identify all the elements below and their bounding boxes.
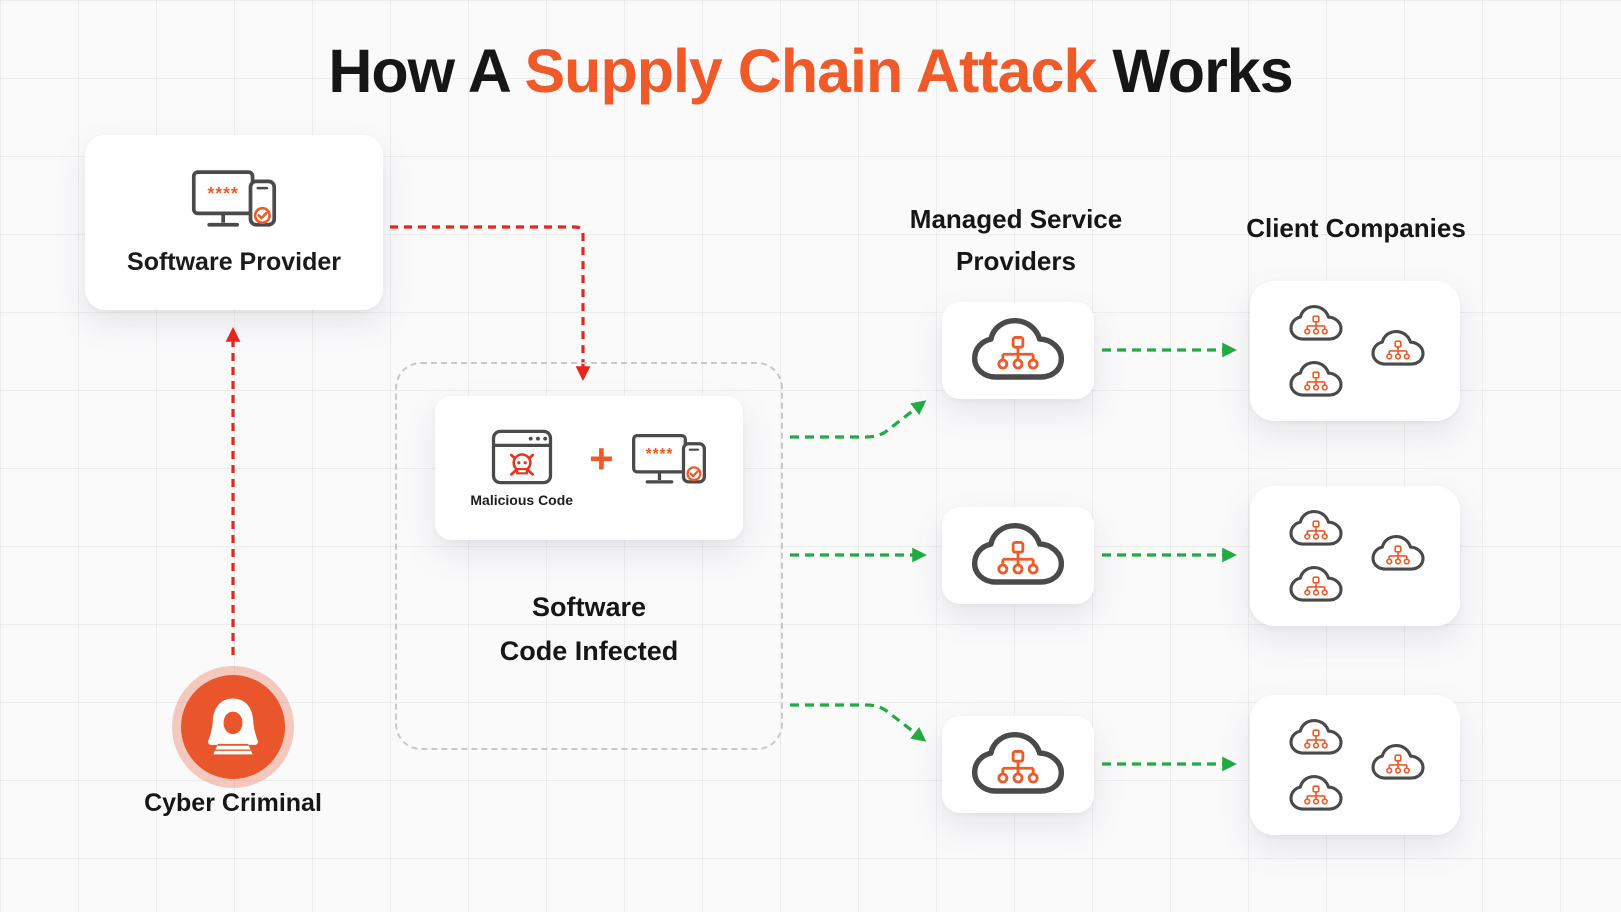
cloud-network-icon bbox=[966, 729, 1070, 801]
title-part1: How A bbox=[328, 37, 525, 105]
msp-heading-line2: Providers bbox=[956, 246, 1076, 277]
infected-caption: Software Code Infected bbox=[397, 586, 781, 673]
cloud-network-icon bbox=[1286, 773, 1346, 815]
arrow-infected-to-msp-1 bbox=[790, 400, 927, 439]
hooded-hacker-icon bbox=[195, 689, 271, 765]
title-highlight: Supply Chain Attack bbox=[524, 37, 1098, 105]
cyber-criminal-avatar bbox=[181, 675, 285, 779]
cloud-network-icon bbox=[1368, 328, 1428, 370]
malicious-code-label: Malicious Code bbox=[470, 491, 574, 508]
malicious-code-group: Malicious Code bbox=[470, 429, 573, 508]
client-card-2 bbox=[1250, 486, 1460, 626]
infected-zone: Malicious Code + Software Code Infected bbox=[395, 362, 783, 750]
cyber-criminal-label: Cyber Criminal bbox=[144, 789, 322, 817]
arrow-infected-to-msp-3 bbox=[790, 703, 927, 742]
msp-heading: Managed Service Providers bbox=[876, 198, 1156, 282]
cloud-network-icon bbox=[1286, 303, 1346, 345]
msp-card-3 bbox=[942, 716, 1094, 813]
client-card-1 bbox=[1250, 281, 1460, 421]
cloud-network-icon bbox=[966, 520, 1070, 592]
software-provider-label: Software Provider bbox=[127, 248, 341, 276]
cloud-network-icon bbox=[1286, 717, 1346, 759]
cloud-network-icon bbox=[1368, 742, 1428, 784]
cloud-network-icon bbox=[966, 315, 1070, 387]
clients-heading: Client Companies bbox=[1246, 213, 1466, 243]
monitor-phone-icon bbox=[630, 432, 708, 490]
title-part2: Works bbox=[1096, 37, 1293, 105]
infected-caption-line1: Software bbox=[531, 592, 647, 622]
client-card-3 bbox=[1250, 695, 1460, 835]
msp-heading-line1: Managed Service bbox=[909, 204, 1123, 234]
cloud-network-icon bbox=[1368, 533, 1428, 575]
cloud-network-icon bbox=[1286, 564, 1346, 606]
plus-sign: + bbox=[589, 435, 614, 482]
malicious-code-card: Malicious Code + bbox=[435, 396, 743, 540]
infected-caption-line2: Code Infected bbox=[499, 635, 679, 666]
cloud-network-icon bbox=[1286, 359, 1346, 401]
cloud-network-icon bbox=[1286, 508, 1346, 550]
arrow-provider-to-infected bbox=[390, 225, 591, 381]
msp-card-2 bbox=[942, 507, 1094, 604]
monitor-phone-icon bbox=[188, 168, 280, 234]
browser-skull-icon bbox=[491, 429, 553, 485]
msp-card-1 bbox=[942, 302, 1094, 399]
page-title: How A Supply Chain Attack Works bbox=[0, 36, 1621, 106]
software-provider-card: Software Provider bbox=[85, 135, 383, 310]
